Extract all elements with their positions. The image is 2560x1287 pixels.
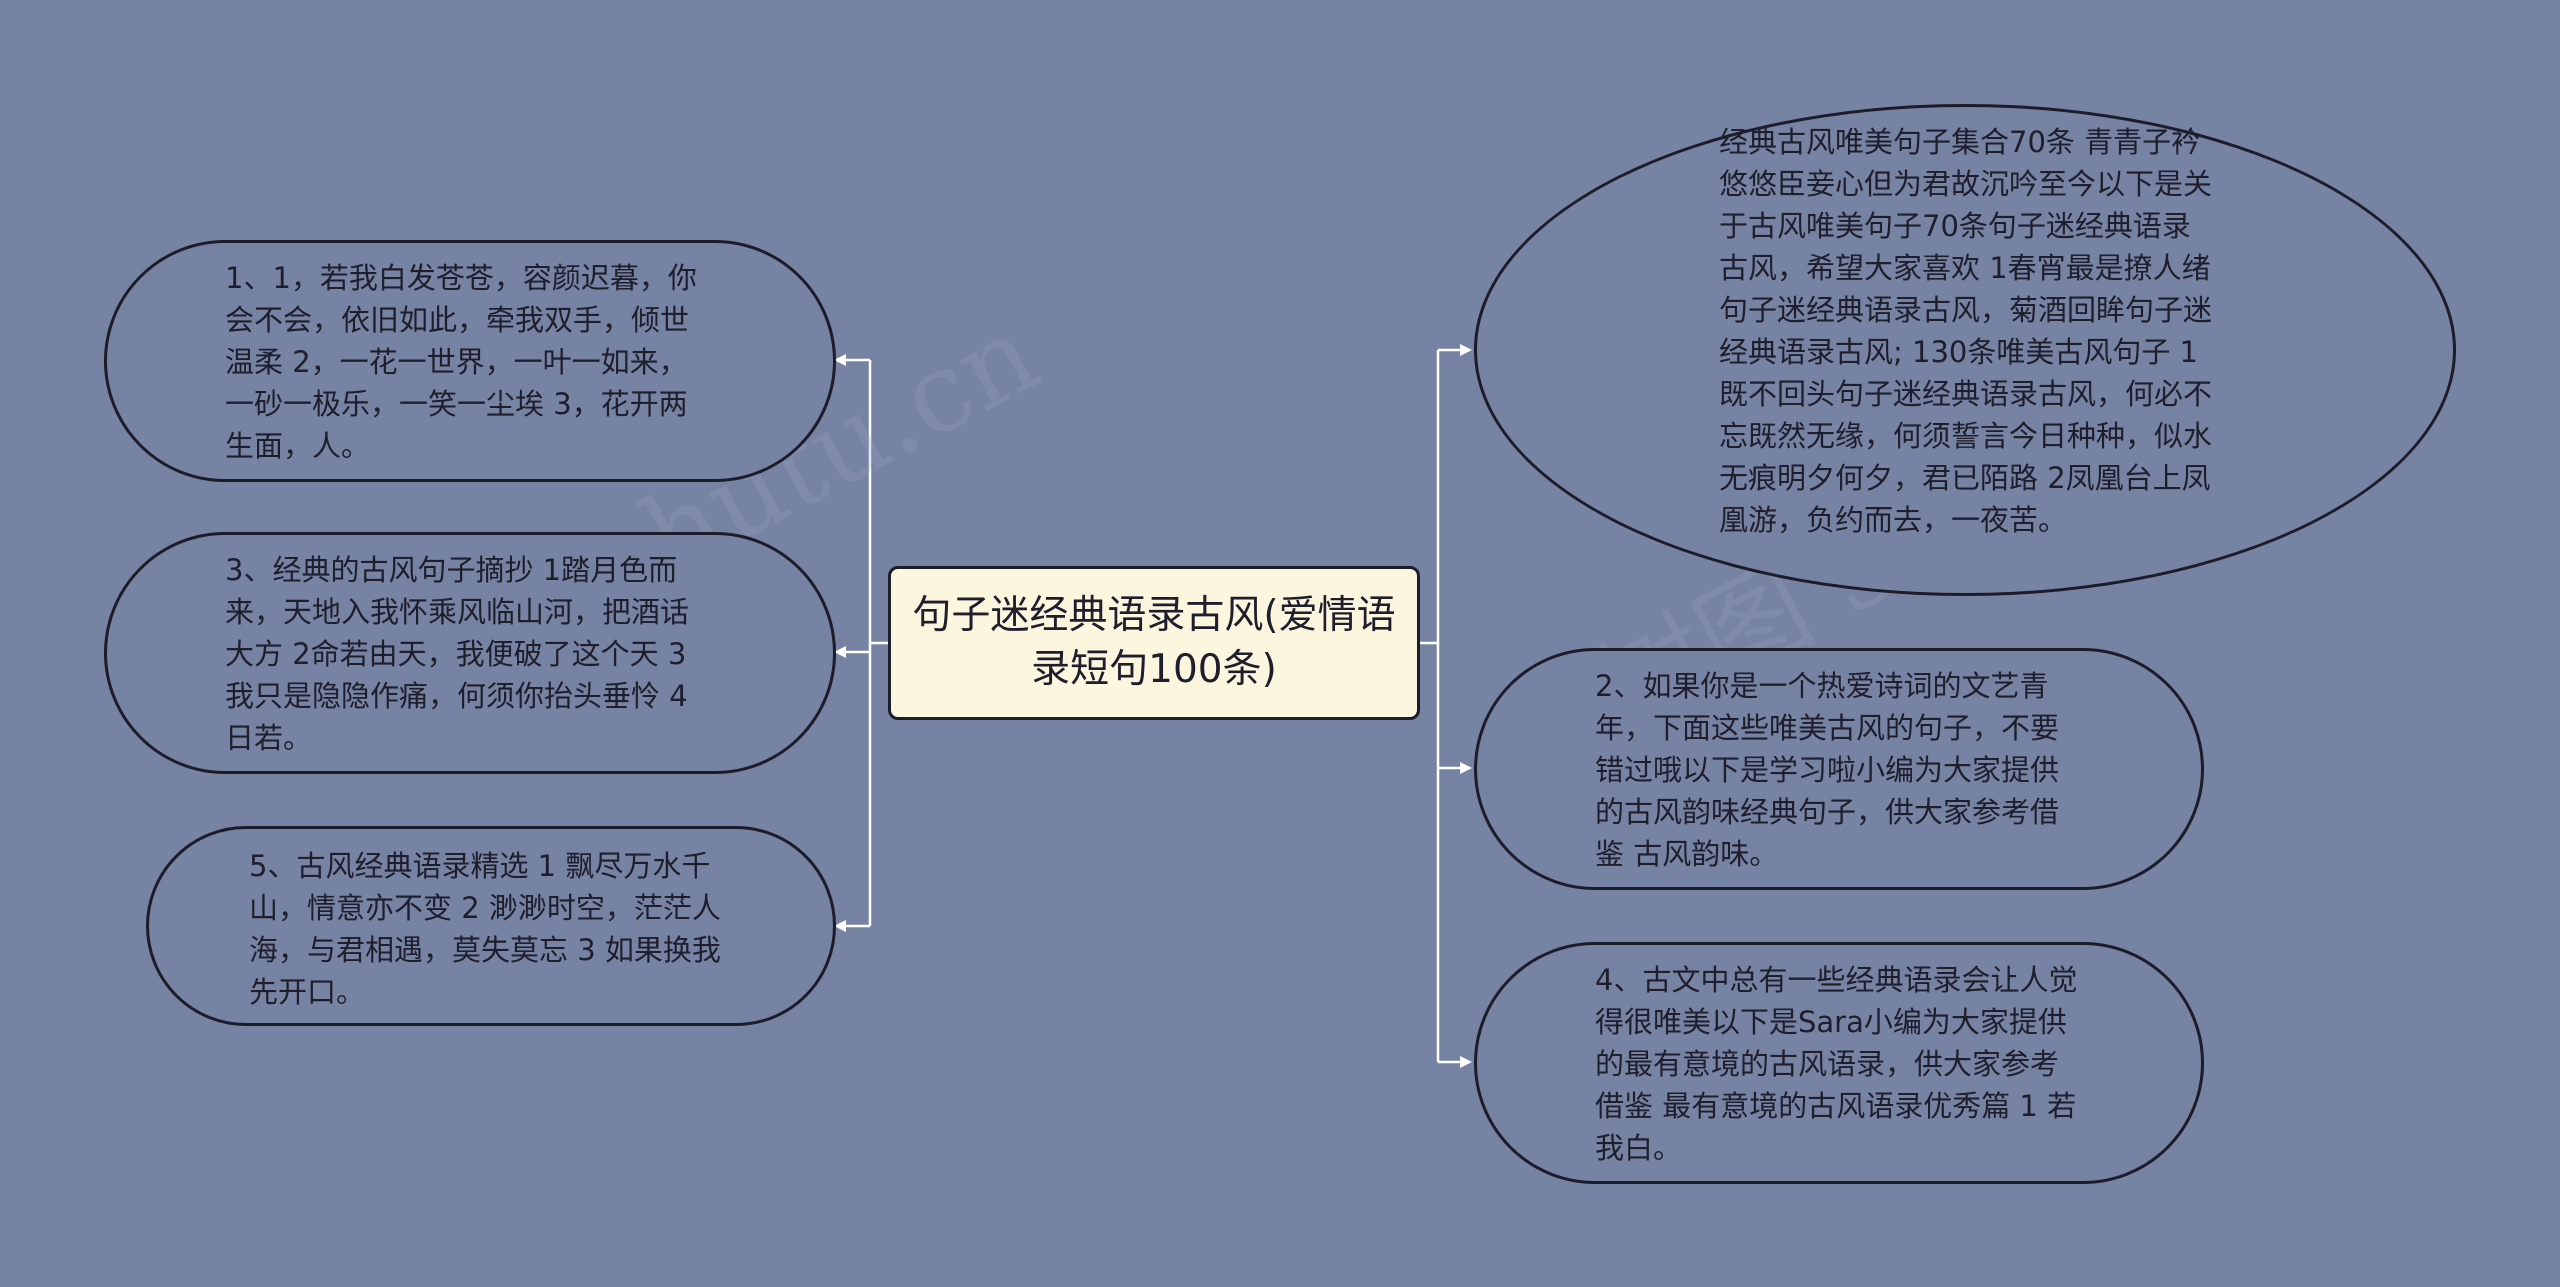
arrowhead-n4 — [1460, 1056, 1472, 1068]
node-item-4-text: 4、古文中总有一些经典语录会让人觉得很唯美以下是Sara小编为大家提供的最有意境… — [1595, 963, 2078, 1165]
arrowhead-n5 — [834, 920, 846, 932]
root-node[interactable]: 句子迷经典语录古风(爱情语录短句100条) — [888, 566, 1420, 720]
node-item-2[interactable]: 2、如果你是一个热爱诗词的文艺青年，下面这些唯美古风的句子，不要错过哦以下是学习… — [1474, 648, 2204, 890]
arrowhead-n2 — [1460, 762, 1472, 774]
node-item-3-text: 3、经典的古风句子摘抄 1踏月色而来，天地入我怀乘风临山河，把酒话大方 2命若由… — [225, 553, 690, 755]
node-item-3[interactable]: 3、经典的古风句子摘抄 1踏月色而来，天地入我怀乘风临山河，把酒话大方 2命若由… — [104, 532, 836, 774]
node-item-0-text: 经典古风唯美句子集合70条 青青子衿悠悠臣妾心但为君故沉吟至今以下是关于古风唯美… — [1719, 125, 2213, 537]
node-item-1[interactable]: 1、1，若我白发苍苍，容颜迟暮，你会不会，依旧如此，牵我双手，倾世温柔 2，一花… — [104, 240, 836, 482]
node-item-5[interactable]: 5、古风经典语录精选 1 飘尽万水千山，情意亦不变 2 渺渺时空，茫茫人海，与君… — [146, 826, 836, 1026]
node-item-2-text: 2、如果你是一个热爱诗词的文艺青年，下面这些唯美古风的句子，不要错过哦以下是学习… — [1595, 669, 2060, 871]
node-item-5-text: 5、古风经典语录精选 1 飘尽万水千山，情意亦不变 2 渺渺时空，茫茫人海，与君… — [249, 849, 721, 1009]
node-item-4[interactable]: 4、古文中总有一些经典语录会让人觉得很唯美以下是Sara小编为大家提供的最有意境… — [1474, 942, 2204, 1184]
connector-right-trunk — [1420, 350, 1440, 1062]
node-item-0[interactable]: 经典古风唯美句子集合70条 青青子衿悠悠臣妾心但为君故沉吟至今以下是关于古风唯美… — [1474, 104, 2456, 596]
connector-left-trunk — [868, 360, 888, 926]
arrowhead-n1 — [834, 354, 846, 366]
arrowhead-n3 — [834, 646, 846, 658]
arrowhead-n0 — [1460, 344, 1472, 356]
root-node-text: 句子迷经典语录古风(爱情语录短句100条) — [912, 593, 1396, 692]
node-item-1-text: 1、1，若我白发苍苍，容颜迟暮，你会不会，依旧如此，牵我双手，倾世温柔 2，一花… — [225, 261, 697, 463]
